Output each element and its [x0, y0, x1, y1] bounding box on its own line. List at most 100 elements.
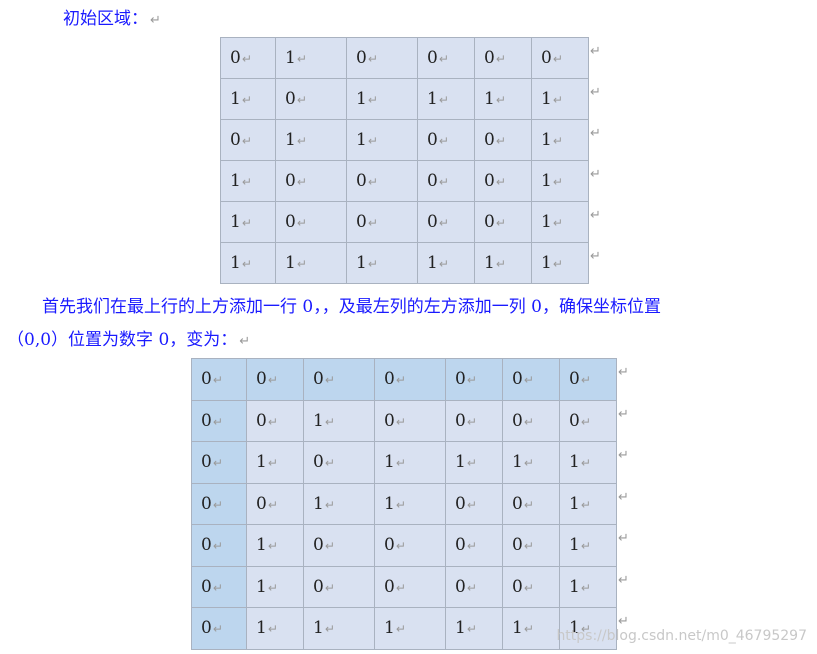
- table-cell[interactable]: 0↵: [374, 399, 446, 442]
- table-cell[interactable]: 0↵: [445, 482, 503, 525]
- table-cell[interactable]: 1↵: [303, 399, 375, 442]
- table-cell[interactable]: 0↵: [417, 119, 475, 161]
- cell-end-mark: ↵: [212, 580, 223, 595]
- table-cell[interactable]: 1↵: [559, 565, 617, 608]
- table-cell[interactable]: 0↵: [502, 524, 560, 567]
- table-cell[interactable]: 0↵: [191, 399, 247, 442]
- table-cell[interactable]: 0↵: [417, 37, 475, 79]
- table-cell[interactable]: 0↵: [303, 524, 375, 567]
- table-cell[interactable]: 0↵: [374, 524, 446, 567]
- table-cell[interactable]: 0↵: [191, 482, 247, 525]
- table-cell[interactable]: 0↵: [246, 399, 304, 442]
- table-cell[interactable]: 1↵: [374, 482, 446, 525]
- table-cell[interactable]: 0↵: [303, 358, 375, 401]
- table-cell[interactable]: 0↵: [191, 524, 247, 567]
- table-cell[interactable]: 1↵: [445, 607, 503, 650]
- table-cell[interactable]: 1↵: [502, 441, 560, 484]
- table-cell[interactable]: 1↵: [346, 242, 418, 284]
- table-cell[interactable]: 1↵: [346, 78, 418, 120]
- table-cell[interactable]: 1↵: [531, 242, 589, 284]
- table-cell[interactable]: 0↵: [417, 201, 475, 243]
- table-cell[interactable]: 1↵: [220, 160, 276, 202]
- cell-value: 1: [541, 171, 552, 191]
- cell-end-mark: ↵: [212, 373, 223, 388]
- table-cell[interactable]: 1↵: [246, 565, 304, 608]
- table-cell[interactable]: 0↵: [474, 37, 532, 79]
- table-cell[interactable]: 1↵: [246, 441, 304, 484]
- table-cell[interactable]: 0↵: [191, 358, 247, 401]
- table-cell[interactable]: 0↵: [559, 358, 617, 401]
- table-cell[interactable]: 0↵: [474, 119, 532, 161]
- table-cell[interactable]: 1↵: [559, 607, 617, 650]
- table-cell[interactable]: 0↵: [220, 37, 276, 79]
- table-cell[interactable]: 1↵: [275, 242, 347, 284]
- table-cell[interactable]: 0↵: [303, 441, 375, 484]
- table-cell[interactable]: 0↵: [445, 565, 503, 608]
- table-cell[interactable]: 1↵: [531, 78, 589, 120]
- table-cell[interactable]: 0↵: [246, 482, 304, 525]
- table-cell[interactable]: 1↵: [346, 119, 418, 161]
- table-cell[interactable]: 1↵: [417, 242, 475, 284]
- table-cell[interactable]: 1↵: [445, 441, 503, 484]
- cell-value: 0: [384, 369, 395, 390]
- table-cell[interactable]: 0↵: [502, 358, 560, 401]
- cell-value: 1: [384, 452, 395, 473]
- cell-end-mark: ↵: [438, 93, 449, 107]
- table-cell[interactable]: 0↵: [502, 482, 560, 525]
- table-cell[interactable]: 1↵: [417, 78, 475, 120]
- table-cell[interactable]: 0↵: [220, 119, 276, 161]
- table-cell[interactable]: 1↵: [531, 160, 589, 202]
- table-cell[interactable]: 0↵: [474, 160, 532, 202]
- table-cell[interactable]: 1↵: [531, 119, 589, 161]
- table-cell[interactable]: 0↵: [374, 565, 446, 608]
- table-cell[interactable]: 0↵: [346, 201, 418, 243]
- table-cell[interactable]: 0↵: [445, 399, 503, 442]
- table-cell[interactable]: 0↵: [374, 358, 446, 401]
- table-cell[interactable]: 0↵: [246, 358, 304, 401]
- table-cell[interactable]: 1↵: [220, 201, 276, 243]
- table-cell[interactable]: 0↵: [346, 160, 418, 202]
- table-cell[interactable]: 0↵: [445, 358, 503, 401]
- table-cell[interactable]: 0↵: [346, 37, 418, 79]
- table-cell[interactable]: 1↵: [502, 607, 560, 650]
- table-cell[interactable]: 0↵: [474, 201, 532, 243]
- table-cell[interactable]: 0↵: [275, 160, 347, 202]
- table-cell[interactable]: 1↵: [474, 78, 532, 120]
- table-cell[interactable]: 0↵: [191, 607, 247, 650]
- table-cell[interactable]: 0↵: [559, 399, 617, 442]
- table-cell[interactable]: 1↵: [220, 78, 276, 120]
- table-cell[interactable]: 0↵: [502, 399, 560, 442]
- table-cell[interactable]: 1↵: [303, 607, 375, 650]
- table-cell[interactable]: 1↵: [559, 441, 617, 484]
- table-cell[interactable]: 0↵: [417, 160, 475, 202]
- cell-end-mark: ↵: [438, 257, 449, 271]
- table-cell[interactable]: 0↵: [191, 441, 247, 484]
- table-cell[interactable]: 1↵: [474, 242, 532, 284]
- table-cell[interactable]: 1↵: [303, 482, 375, 525]
- table-cell[interactable]: 0↵: [303, 565, 375, 608]
- table-cell[interactable]: 1↵: [275, 119, 347, 161]
- cell-end-mark: ↵: [324, 456, 335, 471]
- table-cell[interactable]: 1↵: [559, 524, 617, 567]
- cell-end-mark: ↵: [580, 622, 591, 637]
- table-cell[interactable]: 1↵: [531, 201, 589, 243]
- cell-end-mark: ↵: [495, 175, 506, 189]
- table-cell[interactable]: 1↵: [246, 607, 304, 650]
- table-cell[interactable]: 1↵: [374, 441, 446, 484]
- table-cell[interactable]: 0↵: [531, 37, 589, 79]
- table-cell[interactable]: 0↵: [502, 565, 560, 608]
- cell-value: 1: [256, 535, 267, 556]
- table-cell[interactable]: 1↵: [374, 607, 446, 650]
- table-cell[interactable]: 1↵: [220, 242, 276, 284]
- table-cell[interactable]: 0↵: [275, 201, 347, 243]
- table-cell[interactable]: 0↵: [191, 565, 247, 608]
- row-end-mark: ↵: [618, 448, 629, 463]
- table-cell[interactable]: 1↵: [246, 524, 304, 567]
- cell-end-mark: ↵: [552, 175, 563, 189]
- table-cell[interactable]: 0↵: [275, 78, 347, 120]
- table-cell[interactable]: 1↵: [559, 482, 617, 525]
- table-row: 0↵1↵0↵0↵0↵0↵1↵: [191, 565, 617, 608]
- cell-value: 0: [313, 576, 324, 597]
- table-cell[interactable]: 0↵: [445, 524, 503, 567]
- table-cell[interactable]: 1↵: [275, 37, 347, 79]
